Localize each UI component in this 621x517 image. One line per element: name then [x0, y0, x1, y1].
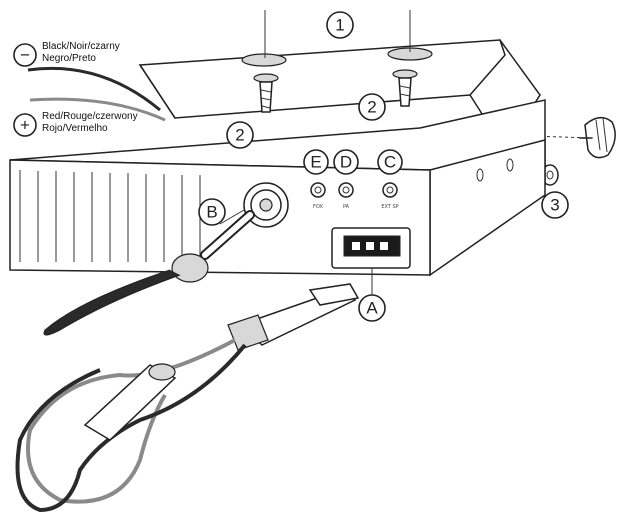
antenna-connector	[243, 182, 289, 228]
bracket-screw-left	[253, 73, 279, 113]
positive-wire-legend: + Red/Rouge/czerwony Rojo/Vermelho	[13, 111, 138, 137]
negative-wire-legend: − Black/Noir/czarny Negro/Preto	[13, 41, 120, 67]
callout-screw-right: 2	[358, 93, 386, 121]
callout-bracket: 1	[326, 11, 354, 39]
callout-2-left-label: 2	[235, 126, 244, 145]
callout-a-label: A	[366, 299, 378, 318]
jack-e-label: FOX	[313, 204, 323, 210]
callout-washer: 3	[541, 191, 569, 219]
callout-power-connector: A	[358, 268, 386, 322]
jack-c-label: EXT SP	[381, 204, 398, 210]
heatsink-fins	[19, 170, 201, 262]
negative-wire-label-2: Negro/Preto	[42, 53, 96, 64]
callout-d-label: D	[340, 153, 352, 172]
power-socket	[331, 227, 411, 269]
callout-1-label: 1	[335, 16, 344, 35]
wire-color-legend: − Black/Noir/czarny Negro/Preto + Red/Ro…	[13, 41, 166, 137]
negative-wire-label-1: Black/Noir/czarny	[42, 41, 120, 52]
bracket-screw-right	[392, 69, 418, 107]
callout-b-label: B	[206, 203, 217, 222]
callout-jack-e: E	[303, 149, 329, 175]
jack-d-label: PA	[343, 204, 350, 210]
callout-jack-d: D	[333, 149, 359, 175]
callout-2-right-label: 2	[367, 98, 376, 117]
fuse-holder	[83, 363, 177, 441]
callout-antenna-connector: B	[198, 198, 245, 226]
antenna-cable	[43, 210, 255, 336]
callout-screw-left: 2	[226, 121, 254, 149]
plus-icon: +	[20, 116, 30, 135]
callout-c-label: C	[384, 153, 396, 172]
positive-wire-label-1: Red/Rouge/czerwony	[42, 111, 138, 122]
positive-wire-label-2: Rojo/Vermelho	[42, 123, 108, 134]
accessory-jacks: FOX PA EXT SP	[310, 182, 399, 210]
power-cable	[15, 283, 360, 513]
callout-e-label: E	[310, 153, 321, 172]
minus-icon: −	[20, 46, 30, 65]
callout-3-label: 3	[550, 196, 559, 215]
callout-jack-c: C	[377, 149, 403, 175]
